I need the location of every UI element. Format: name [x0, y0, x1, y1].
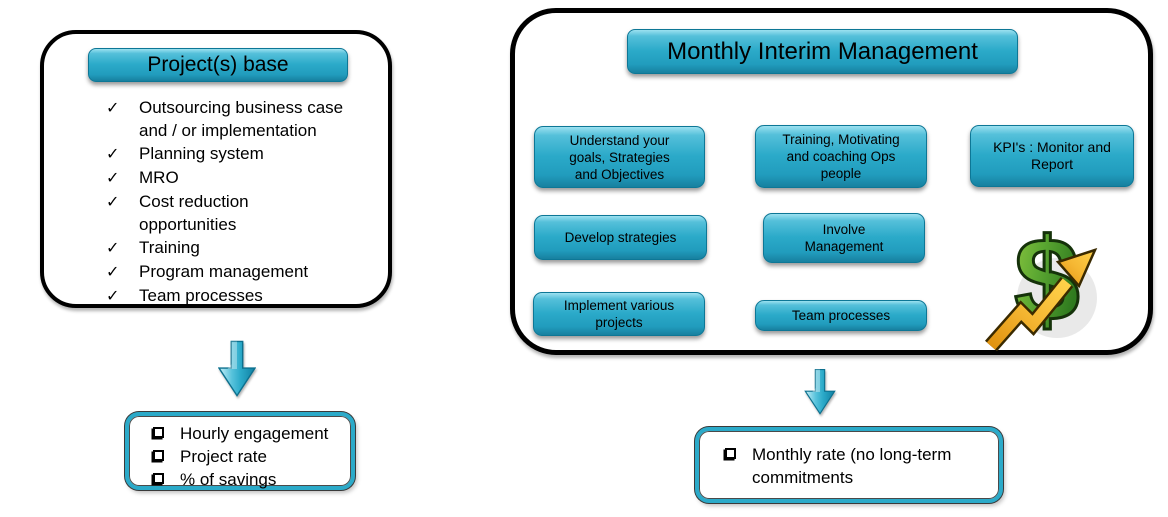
projects-base-list: ✓ Outsourcing business case and / or imp…	[106, 96, 390, 308]
pricing-item: Monthly rate (no long-term commitments	[721, 443, 999, 489]
list-item-label: Planning system	[139, 144, 264, 163]
projects-pricing-box: Hourly engagement Project rate % of savi…	[125, 412, 355, 490]
monthly-pricing-box: Monthly rate (no long-term commitments	[695, 427, 1003, 503]
step-button-training-motivating: Training, Motivating and coaching Ops pe…	[755, 125, 927, 188]
step-button-implement-projects: Implement various projects	[533, 292, 705, 336]
list-item-label: Team processes	[139, 286, 263, 305]
list-item: ✓ Training	[106, 236, 390, 260]
step-button-involve-management: Involve Management	[763, 213, 925, 263]
list-item: ✓ MRO	[106, 166, 390, 190]
pricing-item-label: % of savings	[180, 470, 277, 489]
check-icon: ✓	[106, 146, 120, 163]
down-arrow-icon	[803, 368, 837, 421]
check-icon: ✓	[106, 194, 120, 211]
step-button-understand-goals: Understand your goals, Strategies and Ob…	[534, 126, 705, 188]
list-item: ✓ Planning system	[106, 142, 390, 166]
check-icon: ✓	[106, 100, 120, 117]
list-item-label: Program management	[139, 262, 309, 281]
checkbox-icon	[153, 473, 164, 484]
check-icon: ✓	[106, 170, 120, 187]
checkbox-icon	[153, 427, 164, 438]
list-item-label: Cost reduction opportunities	[139, 192, 249, 234]
check-icon: ✓	[106, 264, 120, 281]
monthly-interim-title: Monthly Interim Management	[627, 29, 1018, 74]
pricing-item: Project rate	[149, 445, 351, 468]
list-item: ✓ Program management	[106, 260, 390, 284]
pricing-item-label: Monthly rate (no long-term commitments	[752, 445, 952, 487]
list-item: ✓ Outsourcing business case and / or imp…	[106, 96, 390, 142]
checkbox-icon	[153, 450, 164, 461]
pricing-item: Hourly engagement	[149, 422, 351, 445]
checkbox-icon	[725, 448, 736, 459]
dollar-growth-icon: $	[983, 210, 1115, 355]
list-item-label: Outsourcing business case and / or imple…	[139, 98, 344, 140]
list-item: ✓ Cost reduction opportunities	[106, 190, 390, 236]
projects-base-title: Project(s) base	[88, 48, 348, 82]
pricing-item: % of savings	[149, 468, 351, 491]
step-button-team-processes: Team processes	[755, 300, 927, 331]
step-button-kpi-monitor: KPI's : Monitor and Report	[970, 125, 1134, 187]
step-button-develop-strategies: Develop strategies	[534, 215, 707, 260]
pricing-item-label: Hourly engagement	[180, 424, 329, 443]
check-icon: ✓	[106, 288, 120, 305]
down-arrow-icon	[217, 339, 257, 404]
pricing-item-label: Project rate	[180, 447, 267, 466]
list-item-label: Training	[139, 238, 200, 257]
dollar-growth-icon: $	[985, 213, 1098, 352]
list-item-label: MRO	[139, 168, 179, 187]
check-icon: ✓	[106, 240, 120, 257]
list-item: ✓ Team processes	[106, 284, 390, 308]
